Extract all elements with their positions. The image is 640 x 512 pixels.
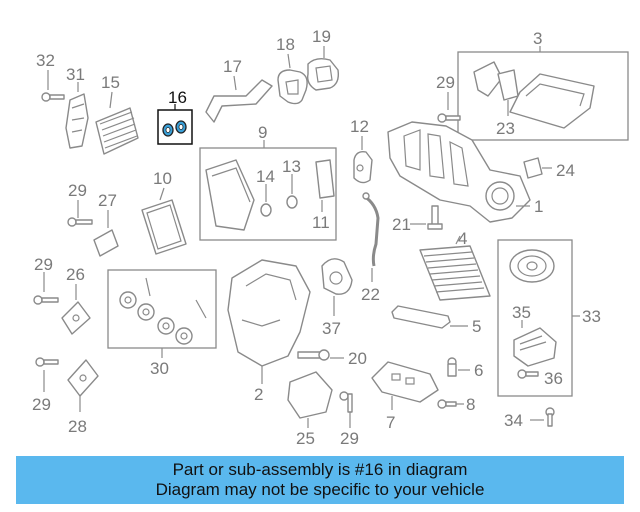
part-37-actuator xyxy=(321,258,353,316)
label-29b: 29 xyxy=(34,255,53,274)
label-18: 18 xyxy=(276,35,295,54)
label-13: 13 xyxy=(282,157,301,176)
label-4: 4 xyxy=(458,229,467,248)
part-32-bolt xyxy=(41,70,65,102)
label-29a: 29 xyxy=(68,181,87,200)
part-26-bracket xyxy=(61,284,91,335)
part-29-bolt-d xyxy=(437,92,461,123)
label-22: 22 xyxy=(361,285,380,304)
part-28-bracket xyxy=(67,359,99,412)
part-8-bolt xyxy=(437,399,464,409)
label-29e: 29 xyxy=(340,429,359,448)
banner-line-1: Part or sub-assembly is #16 in diagram xyxy=(172,460,468,479)
part-31-bracket xyxy=(65,82,89,149)
part-29-bolt-b xyxy=(33,272,59,305)
label-33: 33 xyxy=(582,307,601,326)
part-10-filter xyxy=(141,187,187,255)
part-18-seal xyxy=(277,53,308,105)
label-30: 30 xyxy=(150,359,169,378)
label-34: 34 xyxy=(504,411,523,430)
label-21: 21 xyxy=(392,215,411,234)
part-29-bolt-c xyxy=(35,357,59,392)
part-21-bolt xyxy=(410,205,443,230)
label-25: 25 xyxy=(296,429,315,448)
part-1-hvac-housing xyxy=(387,121,531,223)
label-37: 37 xyxy=(322,319,341,338)
part-19-seal xyxy=(306,46,340,91)
label-17: 17 xyxy=(223,57,242,76)
info-banner: Part or sub-assembly is #16 in diagram D… xyxy=(16,456,624,504)
part-12-sensor xyxy=(353,136,373,184)
part-3-group xyxy=(457,46,629,141)
label-32: 32 xyxy=(36,51,55,70)
part-7-tray xyxy=(371,361,439,410)
label-3: 3 xyxy=(533,29,542,48)
label-24: 24 xyxy=(556,161,575,180)
label-29c: 29 xyxy=(32,395,51,414)
label-35: 35 xyxy=(512,303,531,322)
part-4-evaporator xyxy=(419,235,491,301)
label-7: 7 xyxy=(386,413,395,432)
label-16: 16 xyxy=(168,88,187,107)
part-9-group xyxy=(199,140,337,241)
part-20-bolt xyxy=(297,349,344,361)
label-8: 8 xyxy=(466,395,475,414)
label-19: 19 xyxy=(312,27,331,46)
label-10: 10 xyxy=(153,169,172,188)
part-17-duct xyxy=(205,75,273,123)
label-1: 1 xyxy=(534,197,543,216)
label-15: 15 xyxy=(101,73,120,92)
part-16-group[interactable]: 16 xyxy=(157,88,193,145)
part-24-clip xyxy=(523,157,552,179)
part-6-bolt xyxy=(447,357,470,377)
part-34-bolt xyxy=(530,407,555,427)
label-20: 20 xyxy=(348,349,367,368)
part-25-module xyxy=(287,371,333,428)
label-5: 5 xyxy=(472,317,481,336)
part-15-cabin-filter xyxy=(95,91,139,155)
part-27-bracket xyxy=(93,210,119,257)
banner-line-2: Diagram may not be specific to your vehi… xyxy=(155,480,485,499)
label-29d: 29 xyxy=(436,73,455,92)
label-12: 12 xyxy=(350,117,369,136)
label-2: 2 xyxy=(254,385,263,404)
label-28: 28 xyxy=(68,417,87,436)
label-26: 26 xyxy=(66,265,85,284)
label-36: 36 xyxy=(544,369,563,388)
part-30-actuator-set xyxy=(107,269,217,358)
part-22-drain-hose xyxy=(362,192,380,282)
part-29-bolt-e xyxy=(339,391,353,428)
part-5-seal-strip xyxy=(391,305,468,329)
label-6: 6 xyxy=(474,361,483,380)
part-29-bolt-a xyxy=(67,200,93,227)
label-27: 27 xyxy=(98,191,117,210)
label-14: 14 xyxy=(256,167,275,186)
part-33-blower-group xyxy=(497,239,580,397)
label-11: 11 xyxy=(312,213,330,232)
label-23: 23 xyxy=(496,119,515,138)
part-2-housing-half xyxy=(227,259,311,384)
label-31: 31 xyxy=(66,65,85,84)
label-9: 9 xyxy=(258,123,267,142)
